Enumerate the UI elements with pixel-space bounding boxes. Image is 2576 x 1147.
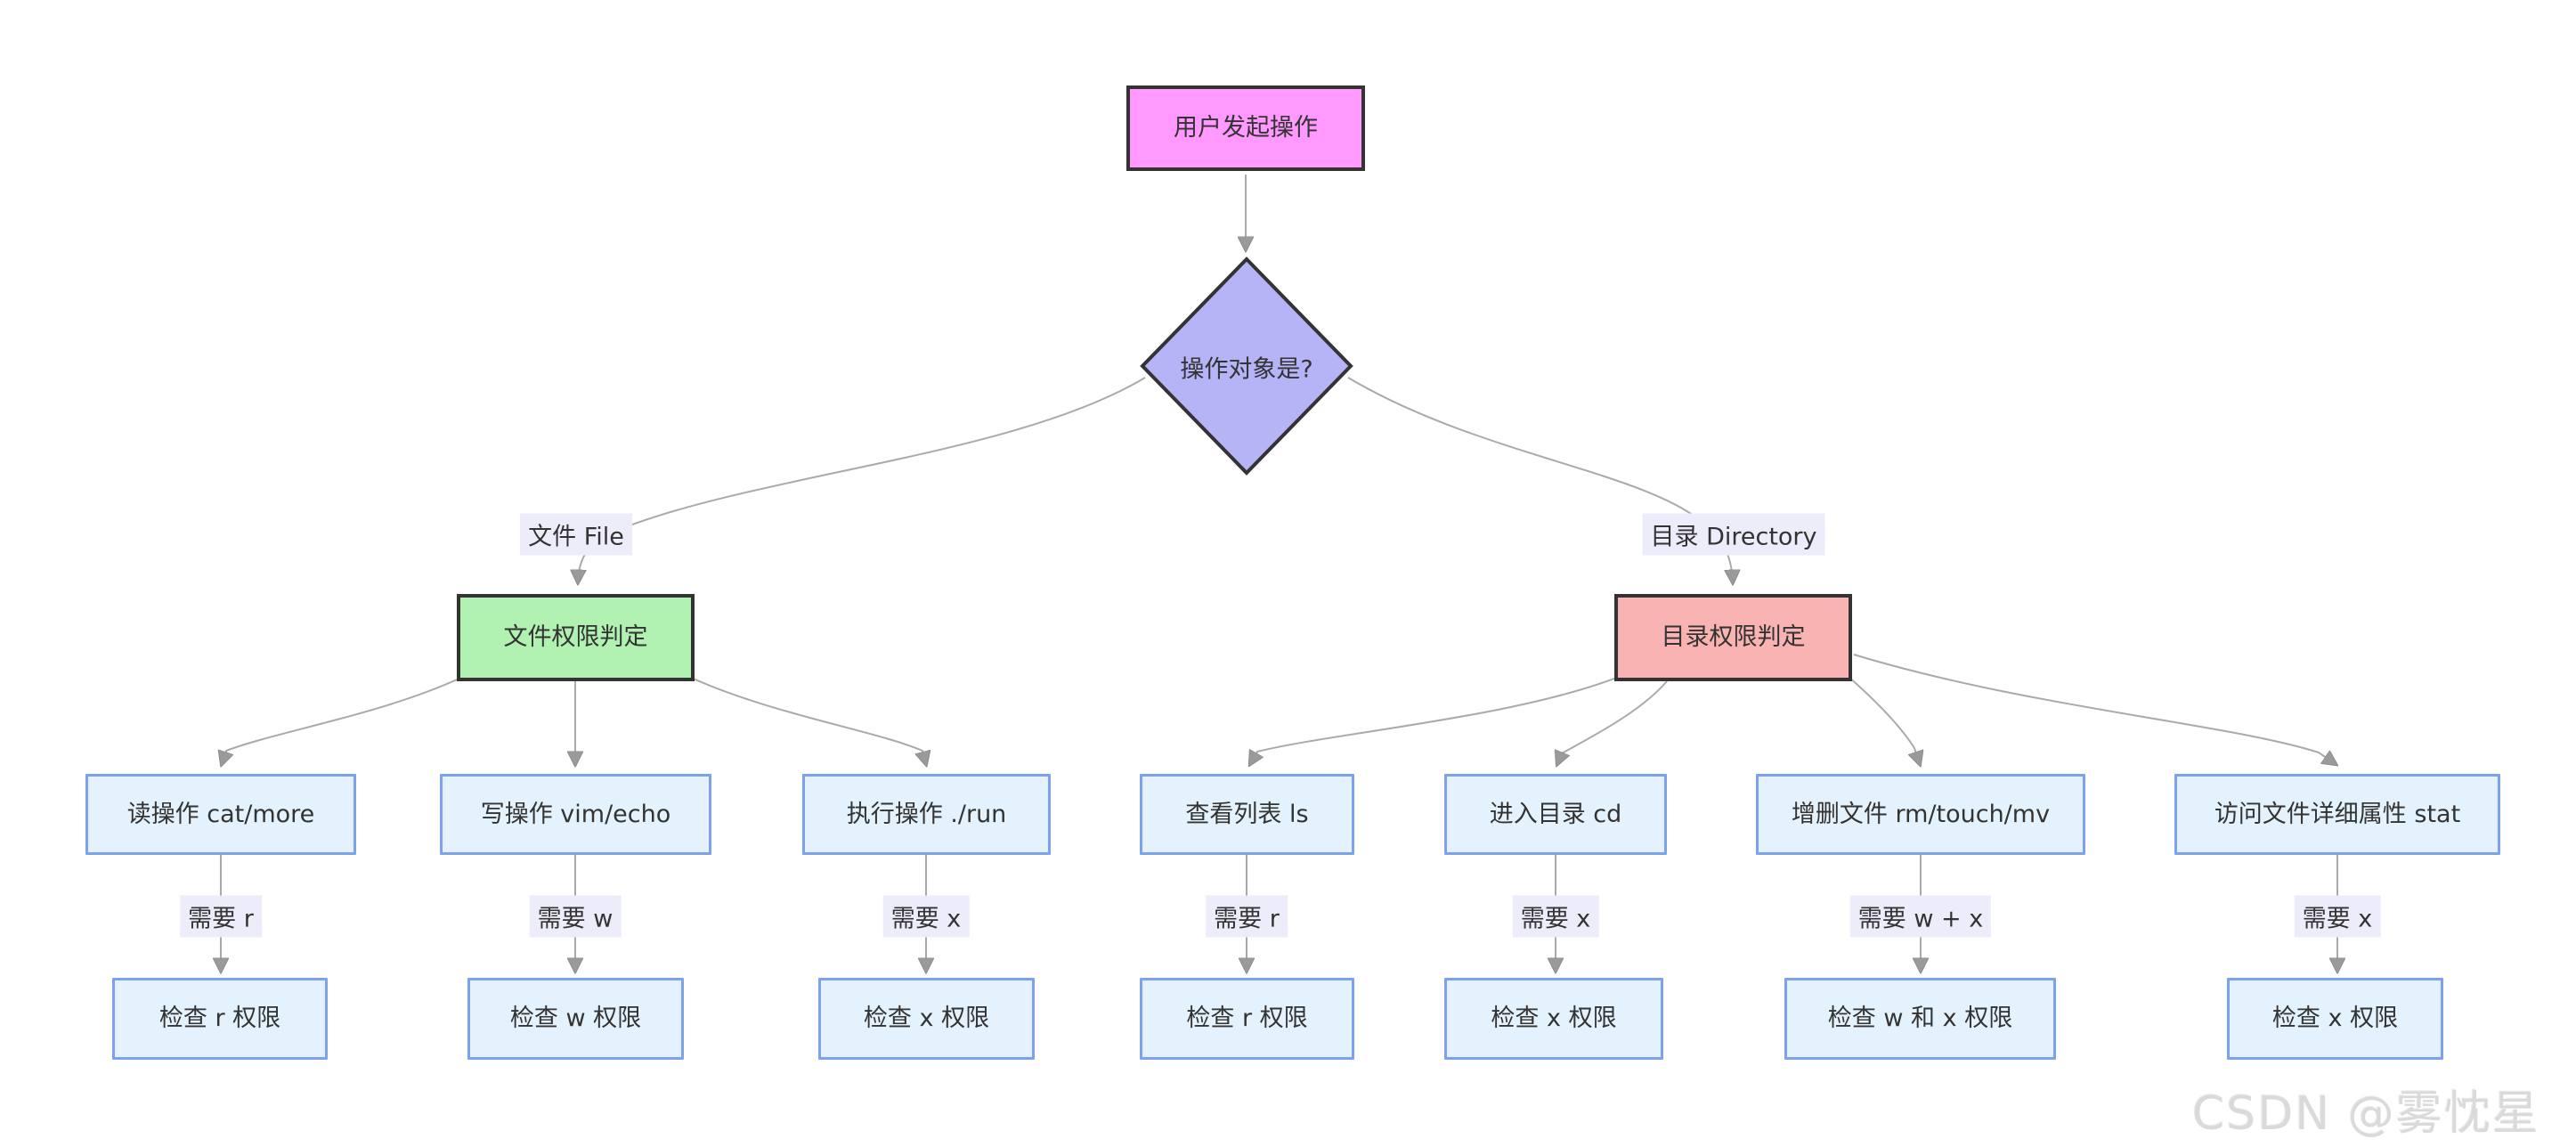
node-decision-label: 操作对象是? <box>1180 355 1313 384</box>
node-list-dir: 查看列表 ls <box>1140 774 1354 855</box>
edge-label-need-x-stat: 需要 x <box>2294 895 2381 938</box>
node-write-op: 写操作 vim/echo <box>440 774 711 855</box>
edge-label-need-x-dir: 需要 x <box>1512 895 1599 938</box>
edge-label-need-wx-dir: 需要 w + x <box>1849 895 1992 938</box>
edge-label-need-r-dir: 需要 r <box>1206 895 1288 938</box>
node-file-permission-label: 文件权限判定 <box>503 623 648 652</box>
node-check-x-stat: 检查 x 权限 <box>2227 978 2443 1060</box>
node-check-wx-dir: 检查 w 和 x 权限 <box>1784 978 2056 1060</box>
edge-label-need-r-file: 需要 r <box>180 895 262 938</box>
edge-decision-to-file <box>578 377 1146 582</box>
node-check-x-file: 检查 x 权限 <box>818 978 1035 1060</box>
node-dir-permission-label: 目录权限判定 <box>1661 623 1806 652</box>
node-dir-permission: 目录权限判定 <box>1614 594 1852 681</box>
node-check-r-dir: 检查 r 权限 <box>1140 978 1354 1060</box>
edge-dir-to-modify <box>1848 676 1920 764</box>
node-stat-op: 访问文件详细属性 stat <box>2174 774 2500 855</box>
edge-dir-to-stat <box>1853 654 2336 764</box>
edge-dir-to-list <box>1250 676 1620 764</box>
node-file-permission: 文件权限判定 <box>457 594 695 681</box>
edge-label-file-branch: 文件 File <box>520 513 632 556</box>
edge-label-dir-branch: 目录 Directory <box>1642 513 1825 556</box>
node-read-op: 读操作 cat/more <box>85 774 356 855</box>
node-check-w-file: 检查 w 权限 <box>467 978 684 1060</box>
node-exec-op: 执行操作 ./run <box>802 774 1051 855</box>
node-user-action-label: 用户发起操作 <box>1174 114 1318 142</box>
node-enter-dir: 进入目录 cd <box>1444 774 1667 855</box>
edge-file-to-exec <box>688 676 926 764</box>
node-modify-dir: 增删文件 rm/touch/mv <box>1756 774 2085 855</box>
edge-label-need-w-file: 需要 w <box>529 895 622 938</box>
edge-dir-to-enter <box>1557 680 1668 764</box>
edge-label-need-x-file: 需要 x <box>882 895 970 938</box>
watermark: CSDN @雾忱星 <box>2192 1087 2540 1141</box>
edge-file-to-read <box>222 676 464 764</box>
node-check-r-file: 检查 r 权限 <box>112 978 328 1060</box>
node-check-x-enter: 检查 x 权限 <box>1444 978 1663 1060</box>
node-user-action: 用户发起操作 <box>1126 85 1365 171</box>
